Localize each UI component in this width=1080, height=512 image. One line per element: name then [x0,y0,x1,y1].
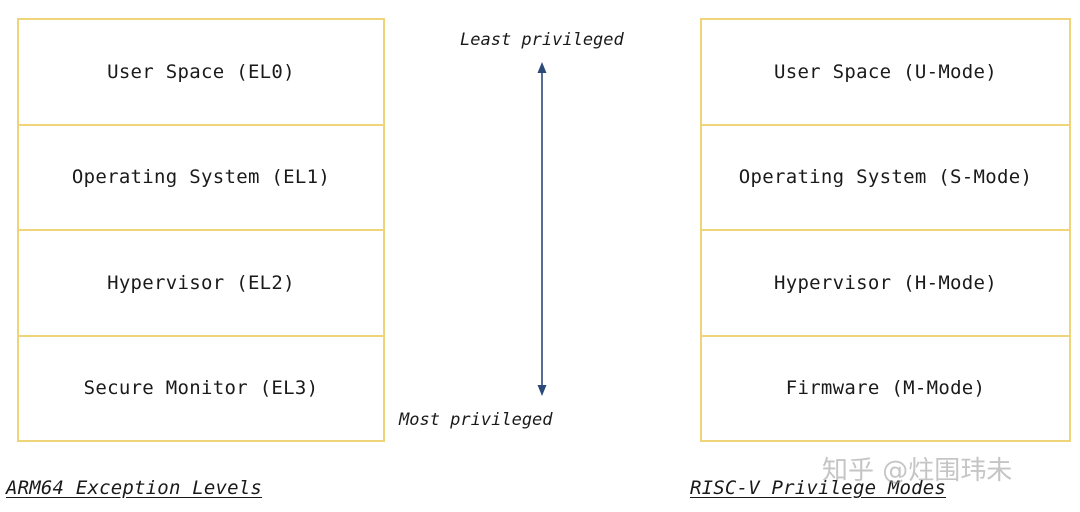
riscv-modes-stack: User Space (U-Mode) Operating System (S-… [700,18,1071,442]
watermark: 知乎 @炷围玮未 [822,456,1013,486]
riscv-caption: RISC-V Privilege Modes [690,477,947,499]
arm64-levels-stack: User Space (EL0) Operating System (EL1) … [17,18,385,442]
least-privileged-label: Least privileged [460,30,624,50]
arrow-head-up [537,62,547,73]
riscv-level-h-mode: Hypervisor (H-Mode) [702,231,1069,337]
arm-level-el0: User Space (EL0) [19,20,383,126]
privilege-double-arrow [537,62,547,396]
arm-level-el3: Secure Monitor (EL3) [83,377,319,400]
riscv-level-s-mode: Operating System (S-Mode) [702,126,1069,231]
arrow-head-down [537,385,547,396]
riscv-level-u-mode: User Space (U-Mode) [702,20,1069,126]
arm-level-el1: Operating System (EL1) [19,126,383,231]
arm-level-el2: Hypervisor (EL2) [19,231,383,337]
most-privileged-label: Most privileged [399,410,553,430]
riscv-level-m-mode: Firmware (M-Mode) [785,377,986,400]
arm64-caption: ARM64 Exception Levels [6,477,263,499]
